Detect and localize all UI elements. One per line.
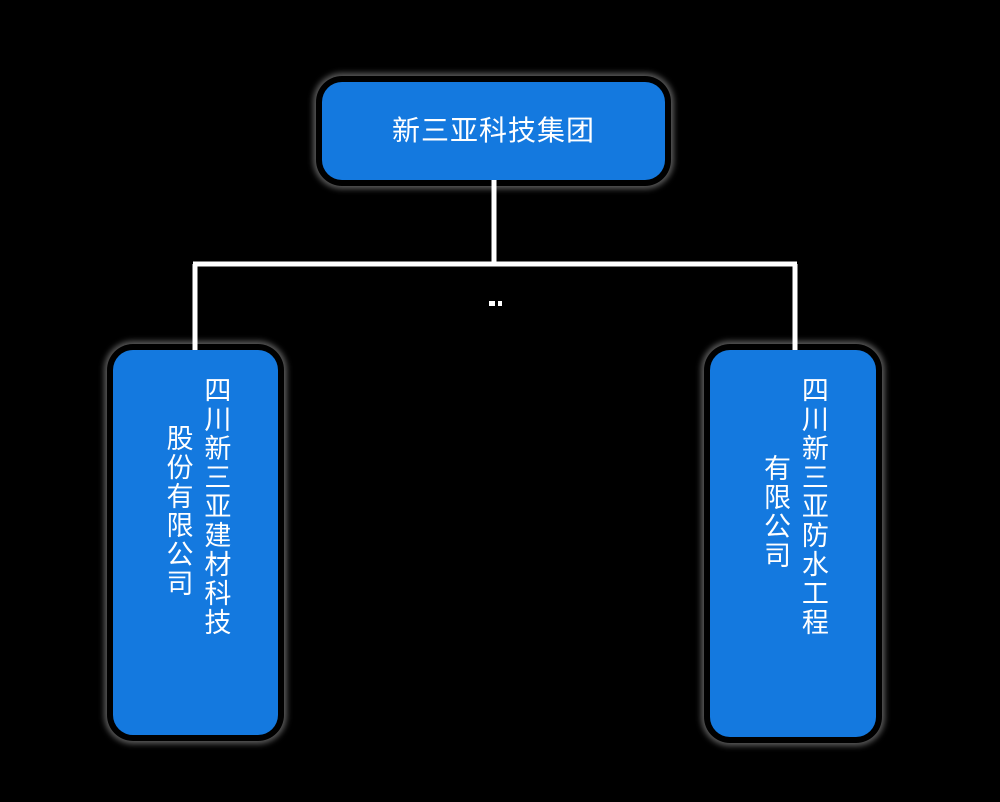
node-left-child-label-secondary: 股份有限公司 — [161, 424, 193, 598]
node-right-child-label-primary: 四川新三亚防水工程 — [796, 376, 828, 637]
artifact-speck-b — [498, 301, 502, 306]
node-left-child-label-primary: 四川新三亚建材科技 — [199, 376, 231, 637]
artifact-speck-a — [489, 301, 495, 306]
node-left-child[interactable]: 四川新三亚建材科技 股份有限公司 — [113, 350, 278, 735]
node-root-label: 新三亚科技集团 — [391, 114, 595, 148]
node-right-child-label-secondary: 有限公司 — [759, 454, 790, 570]
node-root[interactable]: 新三亚科技集团 — [322, 82, 665, 180]
node-right-child[interactable]: 四川新三亚防水工程 有限公司 — [710, 350, 876, 737]
